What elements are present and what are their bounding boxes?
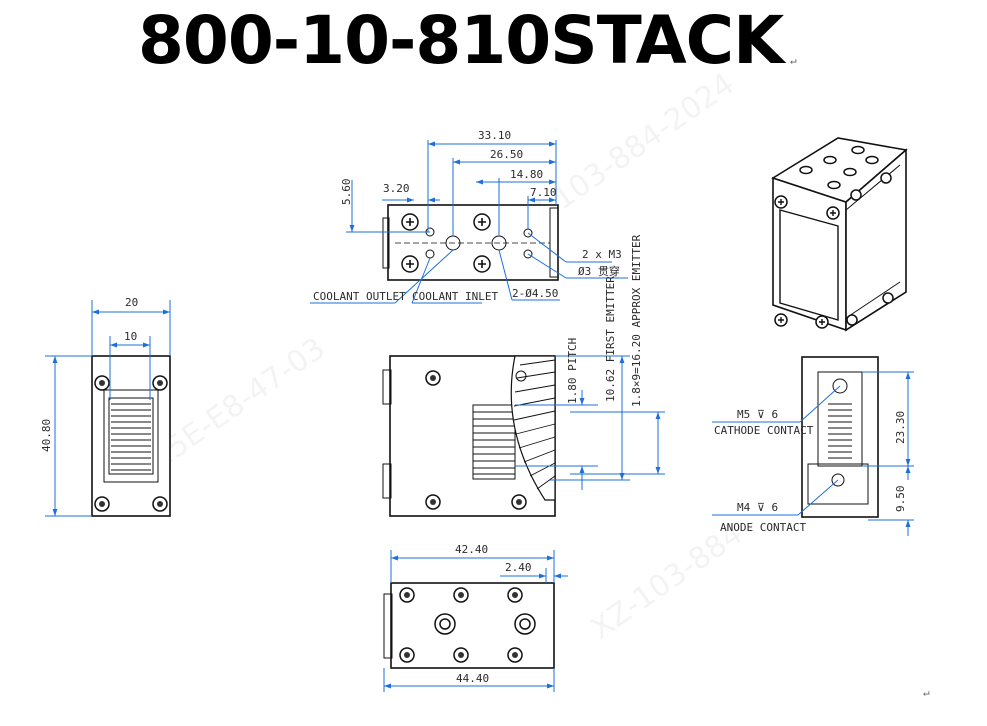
screw-icon [152,375,168,391]
side-view: 1.80 PITCH 10.62 FIRST EMITTER 1.8×9=16.… [382,234,665,517]
emitter-lines [473,411,515,475]
dim-7-10: 7.10 [530,186,557,199]
dim-44-40: 44.40 [456,672,489,685]
bottom-view-body [390,582,555,669]
screw-icon [826,206,840,220]
bottom-view: 42.40 2.40 44.40 [383,543,568,692]
front-view: 20 10 40.80 [40,296,171,517]
top-view-flange [382,217,390,269]
label-m4: M4 ⊽ 6 [737,501,778,514]
m5-hole [832,378,848,394]
return-mark: ↵ [923,686,930,699]
label-coolant-outlet: COOLANT OUTLET [313,290,406,303]
anode-block [807,463,869,505]
dim-9-50: 9.50 [894,486,907,513]
screw-icon [425,494,441,510]
m4-hole [831,473,845,487]
screw-icon [425,370,441,386]
dim-33-10: 33.10 [478,129,511,142]
label-through-hole: Ø3 贯穿 [578,264,620,278]
screw-icon [453,647,469,663]
isometric-view [771,137,908,332]
watermark: 25E-E8-47-03 [145,331,332,477]
screw-icon [774,195,788,209]
emitter-window [103,389,159,483]
screw-icon [401,255,419,273]
right-view-body [801,356,879,518]
screw-icon [473,213,491,231]
screw-icon [507,647,523,663]
screw-icon [401,213,419,231]
port-icon [799,145,879,190]
screw-icon [850,189,862,201]
screw-icon [880,172,892,184]
section-hatch [510,355,556,501]
screw-icon [94,496,110,512]
dim-26-50: 26.50 [490,148,523,161]
label-m5: M5 ⊽ 6 [737,408,778,421]
port-icon [514,613,536,635]
drawing-title: 800-10-810STACK [138,2,784,79]
screw-icon [152,496,168,512]
label-anode-contact: ANODE CONTACT [720,521,806,534]
label-coolant-inlet: COOLANT INLET [412,290,498,303]
m3-hole [523,249,533,259]
screw-icon [94,375,110,391]
screw-icon [507,587,523,603]
screw-icon [399,647,415,663]
emitter-stack [472,404,516,480]
label-first-emitter: 10.62 FIRST EMITTER [604,276,617,402]
return-mark: ↵ [790,54,797,67]
dim-40-80: 40.80 [40,419,53,452]
screw-icon [453,587,469,603]
right-view: 23.30 9.50 M5 ⊽ 6 CATHODE CONTACT M4 ⊽ 6… [712,356,914,536]
emitter-bars [111,403,151,471]
label-approx-emitter: 1.8×9=16.20 APPROX EMITTER [630,234,643,407]
dim-10: 10 [124,330,137,343]
screw-icon [815,315,829,329]
dim-5-60: 5.60 [340,179,353,206]
label-pitch: 1.80 PITCH [566,338,579,404]
dim-2-40: 2.40 [505,561,532,574]
screw-icon [882,292,894,304]
dim-23-30: 23.30 [894,411,907,444]
label-cathode-contact: CATHODE CONTACT [714,424,814,437]
screw-icon [473,255,491,273]
iso-emitter-window [779,209,839,321]
dim-20: 20 [125,296,138,309]
screw-icon [846,314,858,326]
screw-icon [774,313,788,327]
screw-icon [399,587,415,603]
label-inlet-diameter: 2-Ø4.50 [512,287,558,300]
cathode-block [817,371,863,467]
dim-14-80: 14.80 [510,168,543,181]
port-icon [434,613,456,635]
dim-42-40: 42.40 [455,543,488,556]
label-2xm3: 2 x M3 [582,248,622,261]
emitter-lines [828,403,852,459]
screw-icon [511,494,527,510]
top-view: 33.10 26.50 14.80 7.10 3.20 5.60 2 x M3 … [310,129,628,304]
dim-3-20: 3.20 [383,182,410,195]
top-view-edge [549,207,559,278]
watermark: XZ-103-884 [585,517,750,647]
